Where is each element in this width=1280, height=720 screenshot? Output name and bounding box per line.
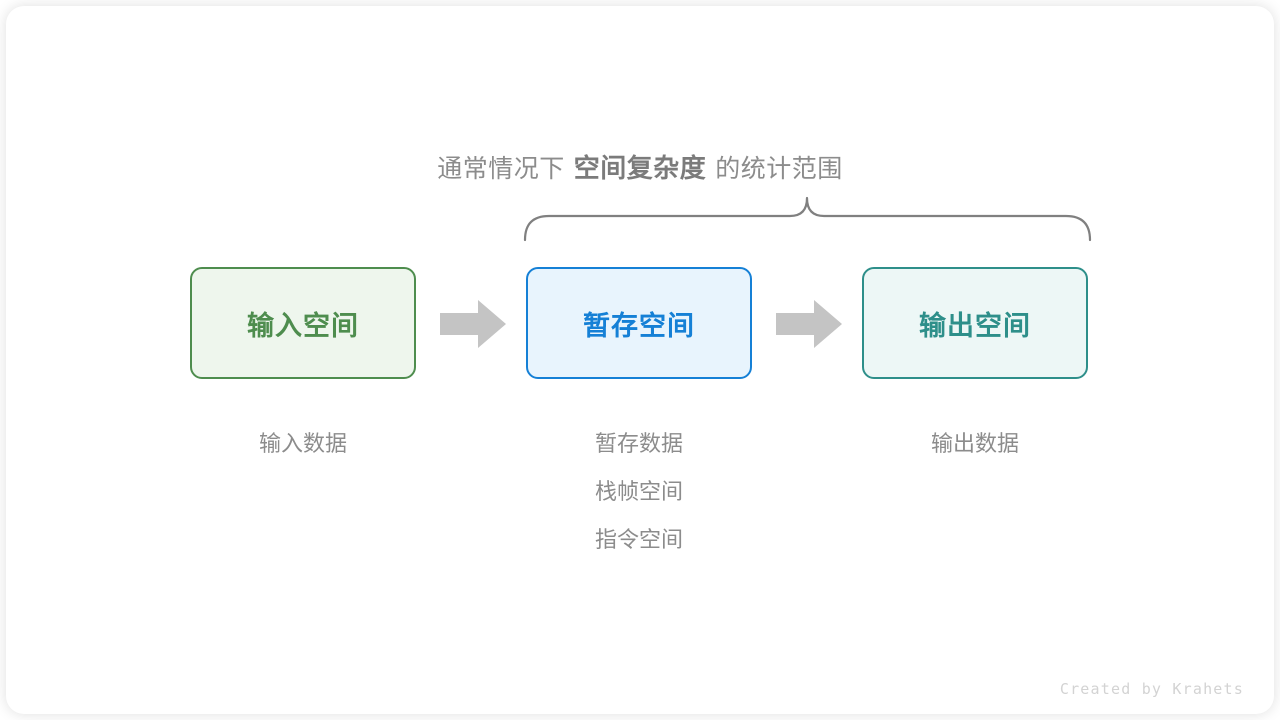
right-arrow-icon xyxy=(776,300,842,348)
caption-item: 栈帧空间 xyxy=(594,479,683,504)
space-complexity-scope-caption: 通常情况下空间复杂度的统计范围 xyxy=(0,148,1280,185)
box-input-space-label: 输入空间 xyxy=(247,310,359,341)
scope-brace xyxy=(505,190,1110,252)
box-output-space-label: 输出空间 xyxy=(919,310,1031,341)
caption-prefix: 通常情况下 xyxy=(437,155,565,183)
box-input-space[interactable]: 输入空间 xyxy=(190,267,416,379)
curly-brace-icon xyxy=(523,196,1092,242)
arrow-temp-to-output xyxy=(776,297,842,351)
caption-emphasis: 空间复杂度 xyxy=(573,153,707,183)
captions-output-space: 输出数据 xyxy=(862,420,1088,468)
caption-item: 指令空间 xyxy=(594,527,683,552)
box-output-space[interactable]: 输出空间 xyxy=(862,267,1088,379)
box-temp-space-label: 暂存空间 xyxy=(583,310,695,341)
space-boxes-row: 输入空间 暂存空间 输出空间 xyxy=(0,267,1280,381)
caption-item: 暂存数据 xyxy=(594,431,683,456)
caption-item: 输入数据 xyxy=(258,431,347,456)
watermark-credit: Created by Krahets xyxy=(1059,680,1244,698)
captions-input-space: 输入数据 xyxy=(190,420,416,468)
arrow-input-to-temp xyxy=(440,297,506,351)
right-arrow-icon xyxy=(440,300,506,348)
captions-temp-space: 暂存数据 栈帧空间 指令空间 xyxy=(526,420,752,564)
box-temp-space[interactable]: 暂存空间 xyxy=(526,267,752,379)
caption-item: 输出数据 xyxy=(930,431,1019,456)
caption-suffix: 的统计范围 xyxy=(715,155,843,183)
